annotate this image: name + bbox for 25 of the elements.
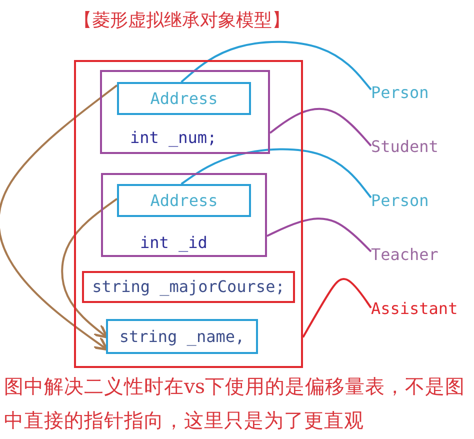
member-box bbox=[106, 319, 258, 354]
class-box bbox=[117, 82, 251, 115]
object-box bbox=[74, 60, 303, 368]
member-text: Address bbox=[149, 190, 219, 210]
class-label: Student bbox=[371, 137, 443, 159]
class-label: Person bbox=[371, 191, 435, 213]
connector-line bbox=[61, 198, 118, 338]
class-box bbox=[101, 173, 267, 257]
diagram-title: 【菱形虚拟继承对象模型】 bbox=[74, 9, 290, 32]
class-box bbox=[117, 184, 251, 217]
connector-line bbox=[269, 108, 372, 146]
member-text: int _num; bbox=[130, 128, 217, 148]
caption: 图中解决二义性时在vs下使用的是偏移量表，不是图中直接的指针指向，这里只是为了更直观 bbox=[4, 374, 466, 434]
member-text: Address bbox=[149, 88, 219, 108]
member-text: string _name, bbox=[118, 326, 246, 346]
class-label: Person bbox=[371, 83, 435, 105]
connector-line bbox=[302, 278, 372, 338]
class-label: Teacher bbox=[371, 245, 443, 267]
connector-line bbox=[266, 218, 372, 252]
connector-line bbox=[180, 148, 372, 198]
class-label: Assistant bbox=[371, 299, 463, 321]
member-box bbox=[82, 271, 295, 303]
class-box bbox=[100, 70, 270, 154]
member-text: int _id bbox=[140, 233, 208, 253]
member-text: string _majorCourse; bbox=[91, 277, 286, 297]
